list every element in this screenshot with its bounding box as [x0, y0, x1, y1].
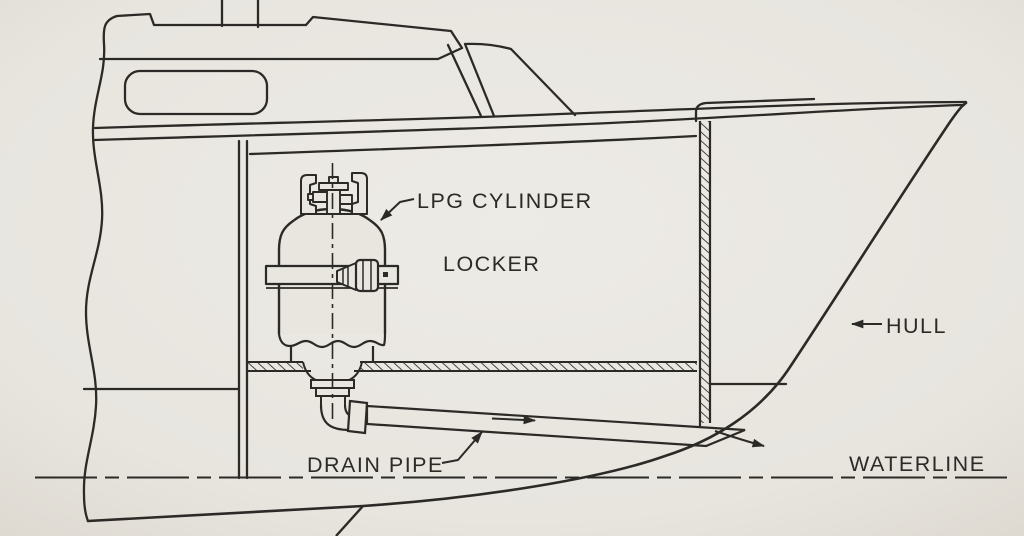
flow-direction-arrow [491, 415, 537, 425]
leader-arrow-to-pipe [441, 431, 483, 464]
pipe-coupling [346, 399, 369, 435]
strap-clasp-band [362, 260, 372, 291]
bulkhead-hatching [700, 121, 710, 423]
hull-profile [86, 101, 968, 523]
cylinder-valve [307, 176, 353, 215]
windshield [446, 42, 577, 118]
deck-sheer-lines [93, 100, 968, 156]
stern-cap [694, 97, 816, 123]
label-locker: LOCKER [443, 252, 540, 276]
locker-right-bulkhead [698, 121, 712, 426]
sump-downpipe [320, 396, 346, 405]
label-hull: HULL [886, 314, 947, 338]
leader-arrow-to-cylinder [380, 198, 415, 221]
strap-clasp [354, 258, 380, 293]
strap-buckle-ridges [342, 266, 349, 287]
cabin-roof [98, 12, 464, 61]
label-drain-pipe: DRAIN PIPE [307, 453, 444, 477]
hull-break-line [82, 14, 119, 523]
bulkhead-outline [698, 121, 712, 426]
valve-guard-right [351, 172, 368, 215]
locker-left-bulkhead [237, 139, 249, 480]
cylinder-foot-ring [289, 346, 375, 362]
floor-outline [248, 361, 697, 372]
mast [220, 0, 260, 29]
drain-outlet-arrow [714, 430, 766, 448]
cylinder-bottom-seam [277, 333, 387, 349]
skeg-line [335, 505, 364, 536]
label-lpg-cylinder: LPG CYLINDER [417, 189, 593, 213]
drain-pipe-run [365, 404, 746, 448]
cabin-window [123, 69, 269, 116]
label-waterline: WATERLINE [849, 452, 986, 476]
strap-pin [383, 272, 388, 277]
